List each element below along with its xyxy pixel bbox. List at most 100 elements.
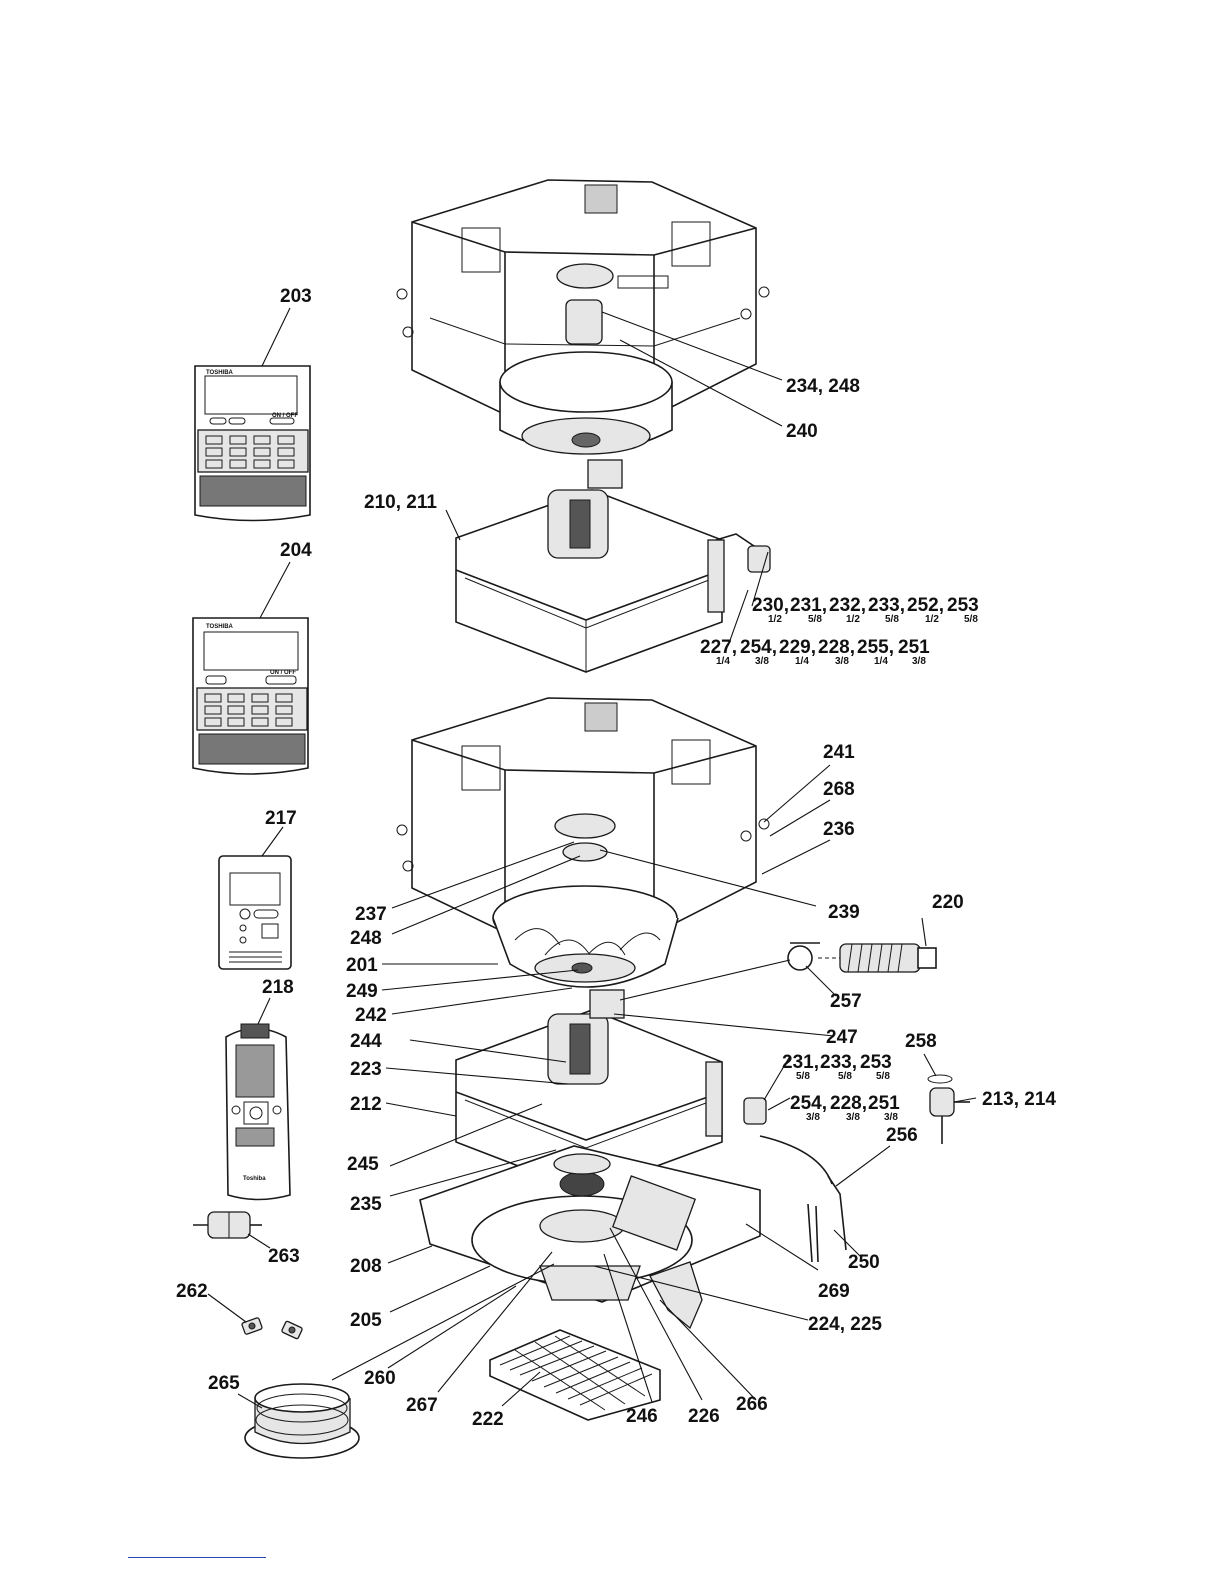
- callout-269: 269: [818, 1281, 850, 1302]
- pipe-row3-size-3: 5/8: [876, 1071, 890, 1082]
- pipe-row3-size-1: 5/8: [796, 1071, 810, 1082]
- callout-212: 212: [350, 1094, 382, 1115]
- pipe-row1-num-4: 233,: [868, 595, 905, 616]
- callout-242: 242: [355, 1005, 387, 1026]
- leader-lines: [207, 307, 977, 1409]
- callout-245: 245: [347, 1154, 379, 1175]
- strainer-263: [193, 1211, 262, 1239]
- callout-268: 268: [823, 779, 855, 800]
- pipe-row2-size-5: 1/4: [874, 656, 888, 667]
- callout-labels: 203 204 217 218 263 262 265 234, 248 240…: [176, 286, 1056, 1430]
- pipe-row2-num-3: 229,: [779, 637, 816, 658]
- callout-234-248: 234, 248: [786, 376, 860, 397]
- remote-218-brand: Toshiba: [243, 1176, 266, 1182]
- valve-213: [929, 1087, 970, 1144]
- wired-remote-204: TOSHIBA ON / OFF: [192, 617, 309, 775]
- remote-203-brand: TOSHIBA: [206, 370, 234, 376]
- callout-235: 235: [350, 1194, 382, 1215]
- callout-220: 220: [932, 892, 964, 913]
- pipe-row1-num-2: 231,: [790, 595, 827, 616]
- callout-247: 247: [826, 1027, 858, 1048]
- pipe-row3-num-1: 231,: [782, 1052, 819, 1073]
- pipe-row1-size-6: 5/8: [964, 614, 978, 625]
- ceiling-panel: [419, 1145, 761, 1330]
- callout-244: 244: [350, 1031, 382, 1052]
- pipe-row1-size-3: 1/2: [846, 614, 860, 625]
- pipe-row2-size-6: 3/8: [912, 656, 926, 667]
- pipe-row2-num-5: 255,: [857, 637, 894, 658]
- callout-257: 257: [830, 991, 862, 1012]
- drain-hose-220: [818, 943, 937, 973]
- pipe-row2-num-6: 251: [898, 637, 930, 658]
- callout-237: 237: [355, 904, 387, 925]
- callout-204: 204: [280, 540, 312, 561]
- top-fan-shroud: [499, 351, 673, 455]
- pipe-row1-num-3: 232,: [829, 595, 866, 616]
- pipe-row4-num-2: 228,: [830, 1093, 867, 1114]
- remote-204-onoff: ON / OFF: [270, 670, 296, 676]
- pipe-row1-num-6: 253: [947, 595, 979, 616]
- pipe-group-row3: 231, 5/8 233, 5/8 253 5/8: [782, 1052, 892, 1082]
- callout-223: 223: [350, 1059, 382, 1080]
- callout-262: 262: [176, 1281, 208, 1302]
- pipe-row3-num-3: 253: [860, 1052, 892, 1073]
- callout-203: 203: [280, 286, 312, 307]
- callout-226: 226: [688, 1406, 720, 1427]
- callout-210-211: 210, 211: [364, 492, 437, 513]
- pipe-row1-size-5: 1/2: [925, 614, 939, 625]
- callout-246: 246: [626, 1406, 658, 1427]
- pipe-row1-size-1: 1/2: [768, 614, 782, 625]
- pipe-row1-size-2: 5/8: [808, 614, 822, 625]
- pipe-row2-size-3: 1/4: [795, 656, 809, 667]
- pipe-row4-size-1: 3/8: [806, 1112, 820, 1123]
- o-ring-258: [927, 1074, 953, 1084]
- top-drain-pan: [455, 459, 771, 673]
- pipe-group-row1: 230, 1/2 231, 5/8 232, 1/2 233, 5/8 252,…: [752, 595, 979, 625]
- callout-224-225: 224, 225: [808, 1314, 882, 1335]
- callout-201: 201: [346, 955, 378, 976]
- remote-203-onoff: ON / OFF: [272, 413, 298, 419]
- simple-remote-217: [218, 855, 292, 970]
- pipe-row4-size-3: 3/8: [884, 1112, 898, 1123]
- pipe-row2-num-2: 254,: [740, 637, 777, 658]
- pipe-row1-size-4: 5/8: [885, 614, 899, 625]
- callout-258: 258: [905, 1031, 937, 1052]
- callout-256: 256: [886, 1125, 918, 1146]
- callout-222: 222: [472, 1409, 504, 1430]
- pipe-group-row4: 254, 3/8 228, 3/8 251 3/8: [790, 1093, 900, 1123]
- pipe-row3-size-2: 5/8: [838, 1071, 852, 1082]
- pipe-row3-num-2: 233,: [820, 1052, 857, 1073]
- callout-266: 266: [736, 1394, 768, 1415]
- turbo-fan: [492, 885, 679, 988]
- pipe-row1-num-1: 230,: [752, 595, 789, 616]
- callout-240: 240: [786, 421, 818, 442]
- callout-250: 250: [848, 1252, 880, 1273]
- pipe-row4-num-3: 251: [868, 1093, 900, 1114]
- callout-218: 218: [262, 977, 294, 998]
- air-filter-222: [489, 1329, 661, 1421]
- pipe-row2-num-4: 228,: [818, 637, 855, 658]
- pipe-row2-size-4: 3/8: [835, 656, 849, 667]
- pipe-row2-size-1: 1/4: [716, 656, 730, 667]
- pipe-row2-size-2: 3/8: [755, 656, 769, 667]
- wired-remote-203: TOSHIBA ON / OFF: [194, 365, 311, 522]
- callout-263: 263: [268, 1246, 300, 1267]
- wireless-remote-218: Toshiba: [225, 1023, 291, 1201]
- screws-262: [241, 1317, 303, 1340]
- pipe-row4-size-2: 3/8: [846, 1112, 860, 1123]
- callout-217: 217: [265, 808, 297, 829]
- callout-205: 205: [350, 1310, 382, 1331]
- callout-249: 249: [346, 981, 378, 1002]
- callout-213-214: 213, 214: [982, 1089, 1056, 1110]
- pipe-row1-num-5: 252,: [907, 595, 944, 616]
- callout-241: 241: [823, 742, 855, 763]
- footer-rule: [128, 1557, 266, 1558]
- callout-265: 265: [208, 1373, 240, 1394]
- pipe-group-row2: 227, 1/4 254, 3/8 229, 1/4 228, 3/8 255,…: [700, 637, 930, 667]
- callout-208: 208: [350, 1256, 382, 1277]
- callout-236: 236: [823, 819, 855, 840]
- hose-band-257: [787, 942, 820, 971]
- pipe-row2-num-1: 227,: [700, 637, 737, 658]
- top-cabinet: [396, 179, 770, 417]
